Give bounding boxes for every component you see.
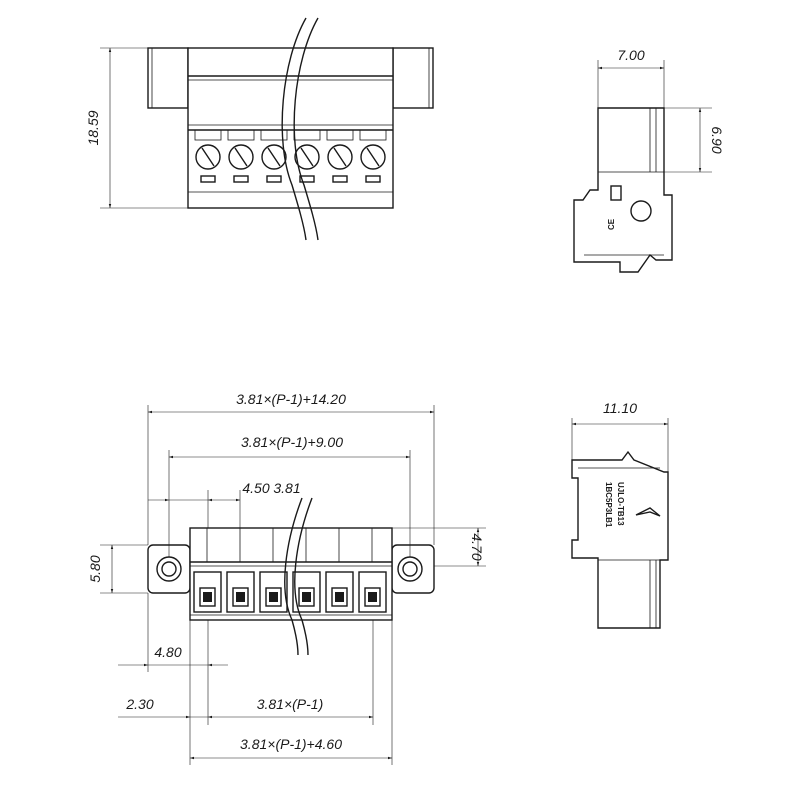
wire-clamp — [364, 587, 381, 607]
dim-pitch-span: 3.81×(P-1) — [257, 696, 324, 712]
dim-inner-width: 3.81×(P-1)+9.00 — [241, 434, 343, 450]
model-line1: UJLO-TB13 — [616, 482, 625, 526]
top-tab — [326, 129, 354, 141]
dim-body-width: 3.81×(P-1)+4.60 — [240, 736, 342, 752]
top-tab — [359, 129, 387, 141]
side-view-top: CE 7.00 6.90 — [573, 47, 725, 273]
dim-side-bottom-width: 11.10 — [603, 400, 637, 416]
dim-total-width: 3.81×(P-1)+14.20 — [236, 391, 346, 407]
dim-side-top-width: 7.00 — [617, 47, 644, 63]
dim-right-height: 4.70 — [469, 533, 485, 560]
front-view-slots — [193, 528, 387, 613]
dim-top-height: 18.59 — [85, 110, 101, 145]
wire-clamp-core — [269, 592, 278, 602]
dim-offset-a: 4.50 — [242, 480, 269, 496]
test-port — [233, 175, 249, 183]
screw-slot — [333, 147, 347, 167]
wire-clamp — [331, 587, 348, 607]
front-view: 3.81×(P-1)+14.20 3.81×(P-1)+9.00 4.50 3.… — [87, 391, 486, 765]
screw-slot — [201, 147, 215, 167]
test-port — [200, 175, 216, 183]
wire-clamp-core — [203, 592, 212, 602]
wire-clamp — [265, 587, 282, 607]
dim-front-height: 5.80 — [87, 555, 103, 582]
model-line2: 1BC5P3LB1 — [604, 482, 613, 528]
wire-clamp-core — [335, 592, 344, 602]
top-view-screws — [194, 129, 387, 183]
screw-slot — [234, 147, 248, 167]
screw-slot — [267, 147, 281, 167]
test-port — [332, 175, 348, 183]
cert-mark: CE — [607, 218, 616, 230]
top-view: 18.59 — [85, 17, 434, 241]
side-view-bottom: UJLO-TB13 1BC5P3LB1 11.10 — [571, 400, 669, 629]
screw-slot — [300, 147, 314, 167]
dim-edge-offset: 2.30 — [125, 696, 153, 712]
wire-clamp-core — [368, 592, 377, 602]
dim-left-offset: 4.80 — [154, 644, 181, 660]
dim-pitch: 3.81 — [273, 480, 300, 496]
top-tab — [227, 129, 255, 141]
test-port — [365, 175, 381, 183]
wire-clamp-core — [236, 592, 245, 602]
wire-clamp-core — [302, 592, 311, 602]
test-port — [299, 175, 315, 183]
screw-slot — [366, 147, 380, 167]
wire-clamp — [298, 587, 315, 607]
test-port — [266, 175, 282, 183]
dim-side-top-height: 6.90 — [709, 126, 725, 153]
top-tab — [194, 129, 222, 141]
top-tab — [260, 129, 288, 141]
wire-clamp — [232, 587, 249, 607]
wire-clamp — [199, 587, 216, 607]
